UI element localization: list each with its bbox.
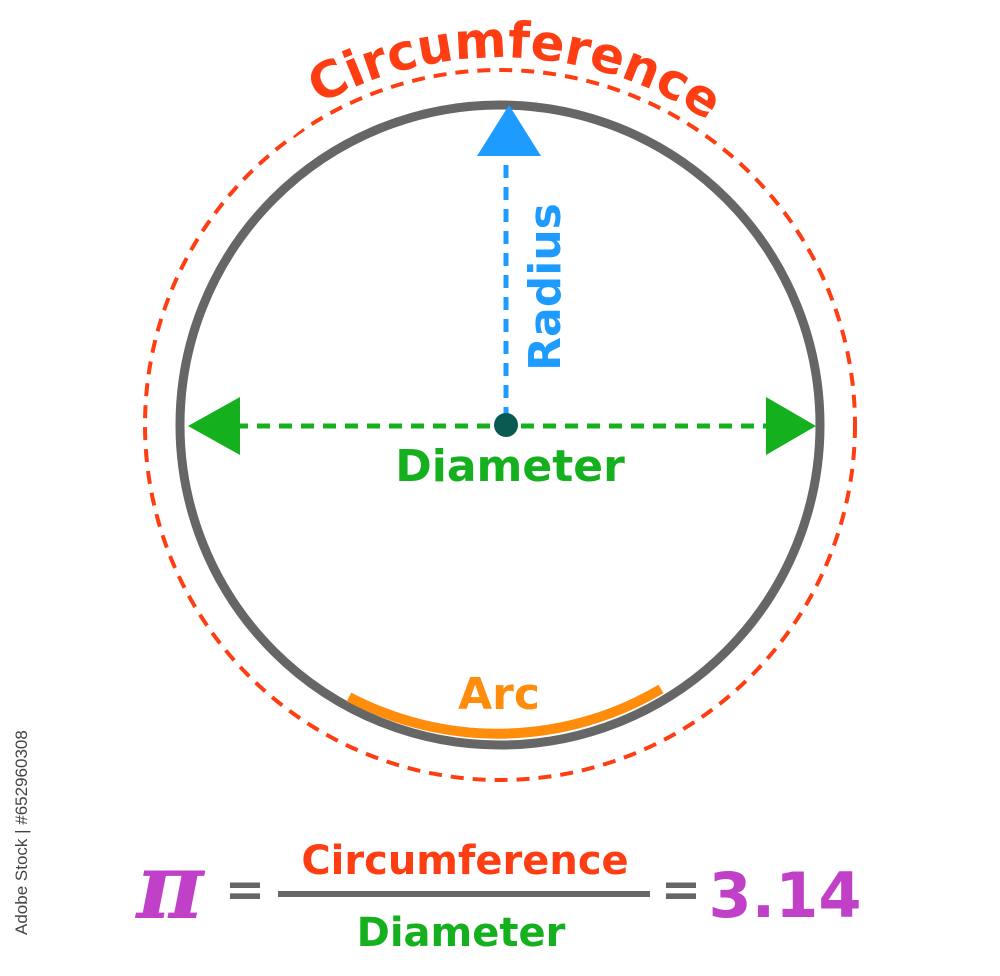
first-equals-sign: =	[225, 862, 265, 918]
radius-label: Radius	[520, 203, 571, 371]
pi-symbol: π	[134, 832, 205, 940]
formula-denominator: Diameter	[357, 910, 566, 956]
pi-value: 3.14	[709, 859, 862, 932]
diameter-right-arrowhead	[766, 397, 816, 455]
radius-arrowhead	[477, 105, 541, 156]
stock-watermark: Adobe Stock | #652960308	[12, 730, 31, 935]
circumference-dashed-circle	[143, 68, 857, 782]
second-equals-sign: =	[661, 862, 701, 918]
circumference-label-backdrop	[259, 12, 778, 162]
center-point	[494, 413, 518, 437]
diameter-left-arrowhead	[188, 397, 240, 455]
main-circle	[175, 100, 825, 750]
diameter-label: Diameter	[395, 441, 625, 492]
arc-highlight	[346, 684, 664, 739]
arc-label: Arc	[458, 669, 540, 720]
formula-numerator: Circumference	[301, 838, 628, 884]
